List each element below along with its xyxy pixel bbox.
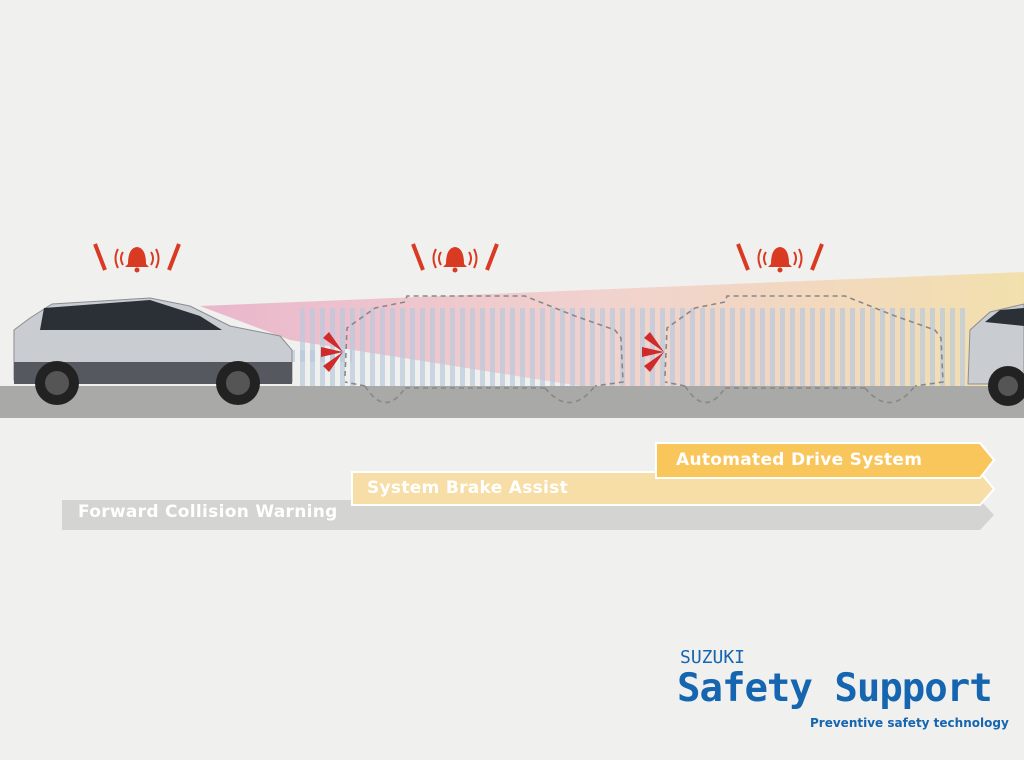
logo-tagline: Preventive safety technology — [810, 716, 1009, 730]
logo-brand: SUZUKI — [680, 647, 746, 668]
bar-label-sba: System Brake Assist — [367, 478, 569, 498]
bar-label-ads: Automated Drive System — [676, 450, 923, 470]
bar-automated-drive-system — [655, 442, 996, 479]
suzuki-car — [13, 297, 293, 405]
lead-car — [967, 303, 1024, 406]
bar-label-fcw: Forward Collision Warning — [78, 502, 338, 522]
logo-title: Safety Support — [677, 666, 993, 711]
road — [0, 386, 1024, 418]
radar-waves — [300, 308, 965, 386]
alarm-bell-icon — [93, 242, 181, 275]
alarm-bell-icon — [736, 242, 824, 275]
alarm-bell-icon — [411, 242, 499, 275]
bar-forward-collision-warning — [62, 500, 994, 530]
